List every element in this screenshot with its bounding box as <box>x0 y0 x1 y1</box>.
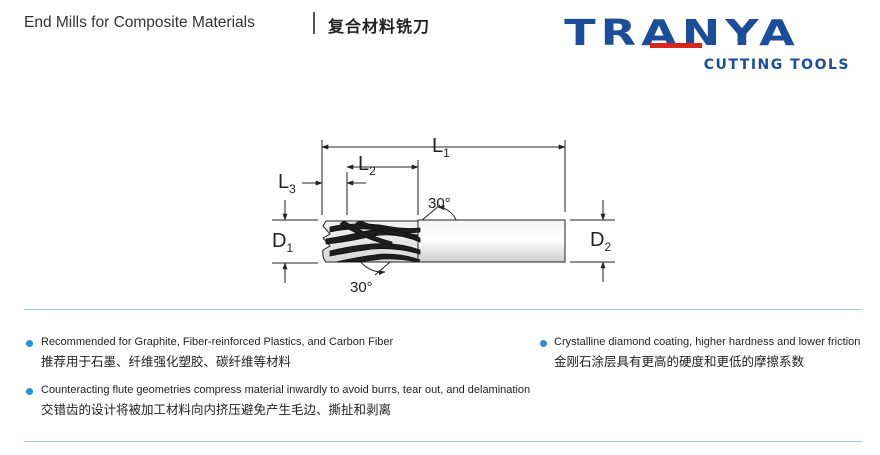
section-divider-top <box>24 309 862 310</box>
feature-3-cn: 交错齿的设计将被加工材料向内挤压避免产生毛边、撕扯和剥离 <box>41 402 392 417</box>
bullet-icon <box>540 340 547 347</box>
feature-3-en: Counteracting flute geometries compress … <box>41 384 531 396</box>
dim-l1-label: L1 <box>432 135 450 160</box>
section-divider-bottom <box>24 441 862 442</box>
feature-2-cn: 金刚石涂层具有更高的硬度和更低的摩擦系数 <box>554 354 805 369</box>
title-divider <box>313 12 315 34</box>
dim-l2-label: L2 <box>358 153 376 178</box>
page-title: End Mills for Composite Materials <box>24 14 255 31</box>
dim-d2-label: D2 <box>590 229 611 254</box>
page-title-chinese: 复合材料铣刀 <box>328 17 431 36</box>
dim-d1-label: D1 <box>272 230 293 255</box>
feature-1-cn: 推荐用于石墨、纤维强化塑胶、碳纤维等材料 <box>41 354 292 369</box>
end-mill-drawing: L1 L2 L3 D1 D2 30° 30° <box>272 135 615 296</box>
feature-1-en: Recommended for Graphite, Fiber-reinforc… <box>41 336 394 348</box>
feature-2-en: Crystalline diamond coating, higher hard… <box>554 336 861 348</box>
brand-logo: TRANYA CUTTING TOOLS <box>514 14 850 78</box>
helix-angle-bottom-label: 30° <box>350 279 373 296</box>
bullet-icon <box>26 388 33 395</box>
logo-red-accent <box>650 43 702 48</box>
bullet-icon <box>26 340 33 347</box>
dim-l3-label: L3 <box>278 171 296 196</box>
helix-angle-top-label: 30° <box>428 195 451 212</box>
logo-tagline: CUTTING TOOLS <box>703 57 850 73</box>
